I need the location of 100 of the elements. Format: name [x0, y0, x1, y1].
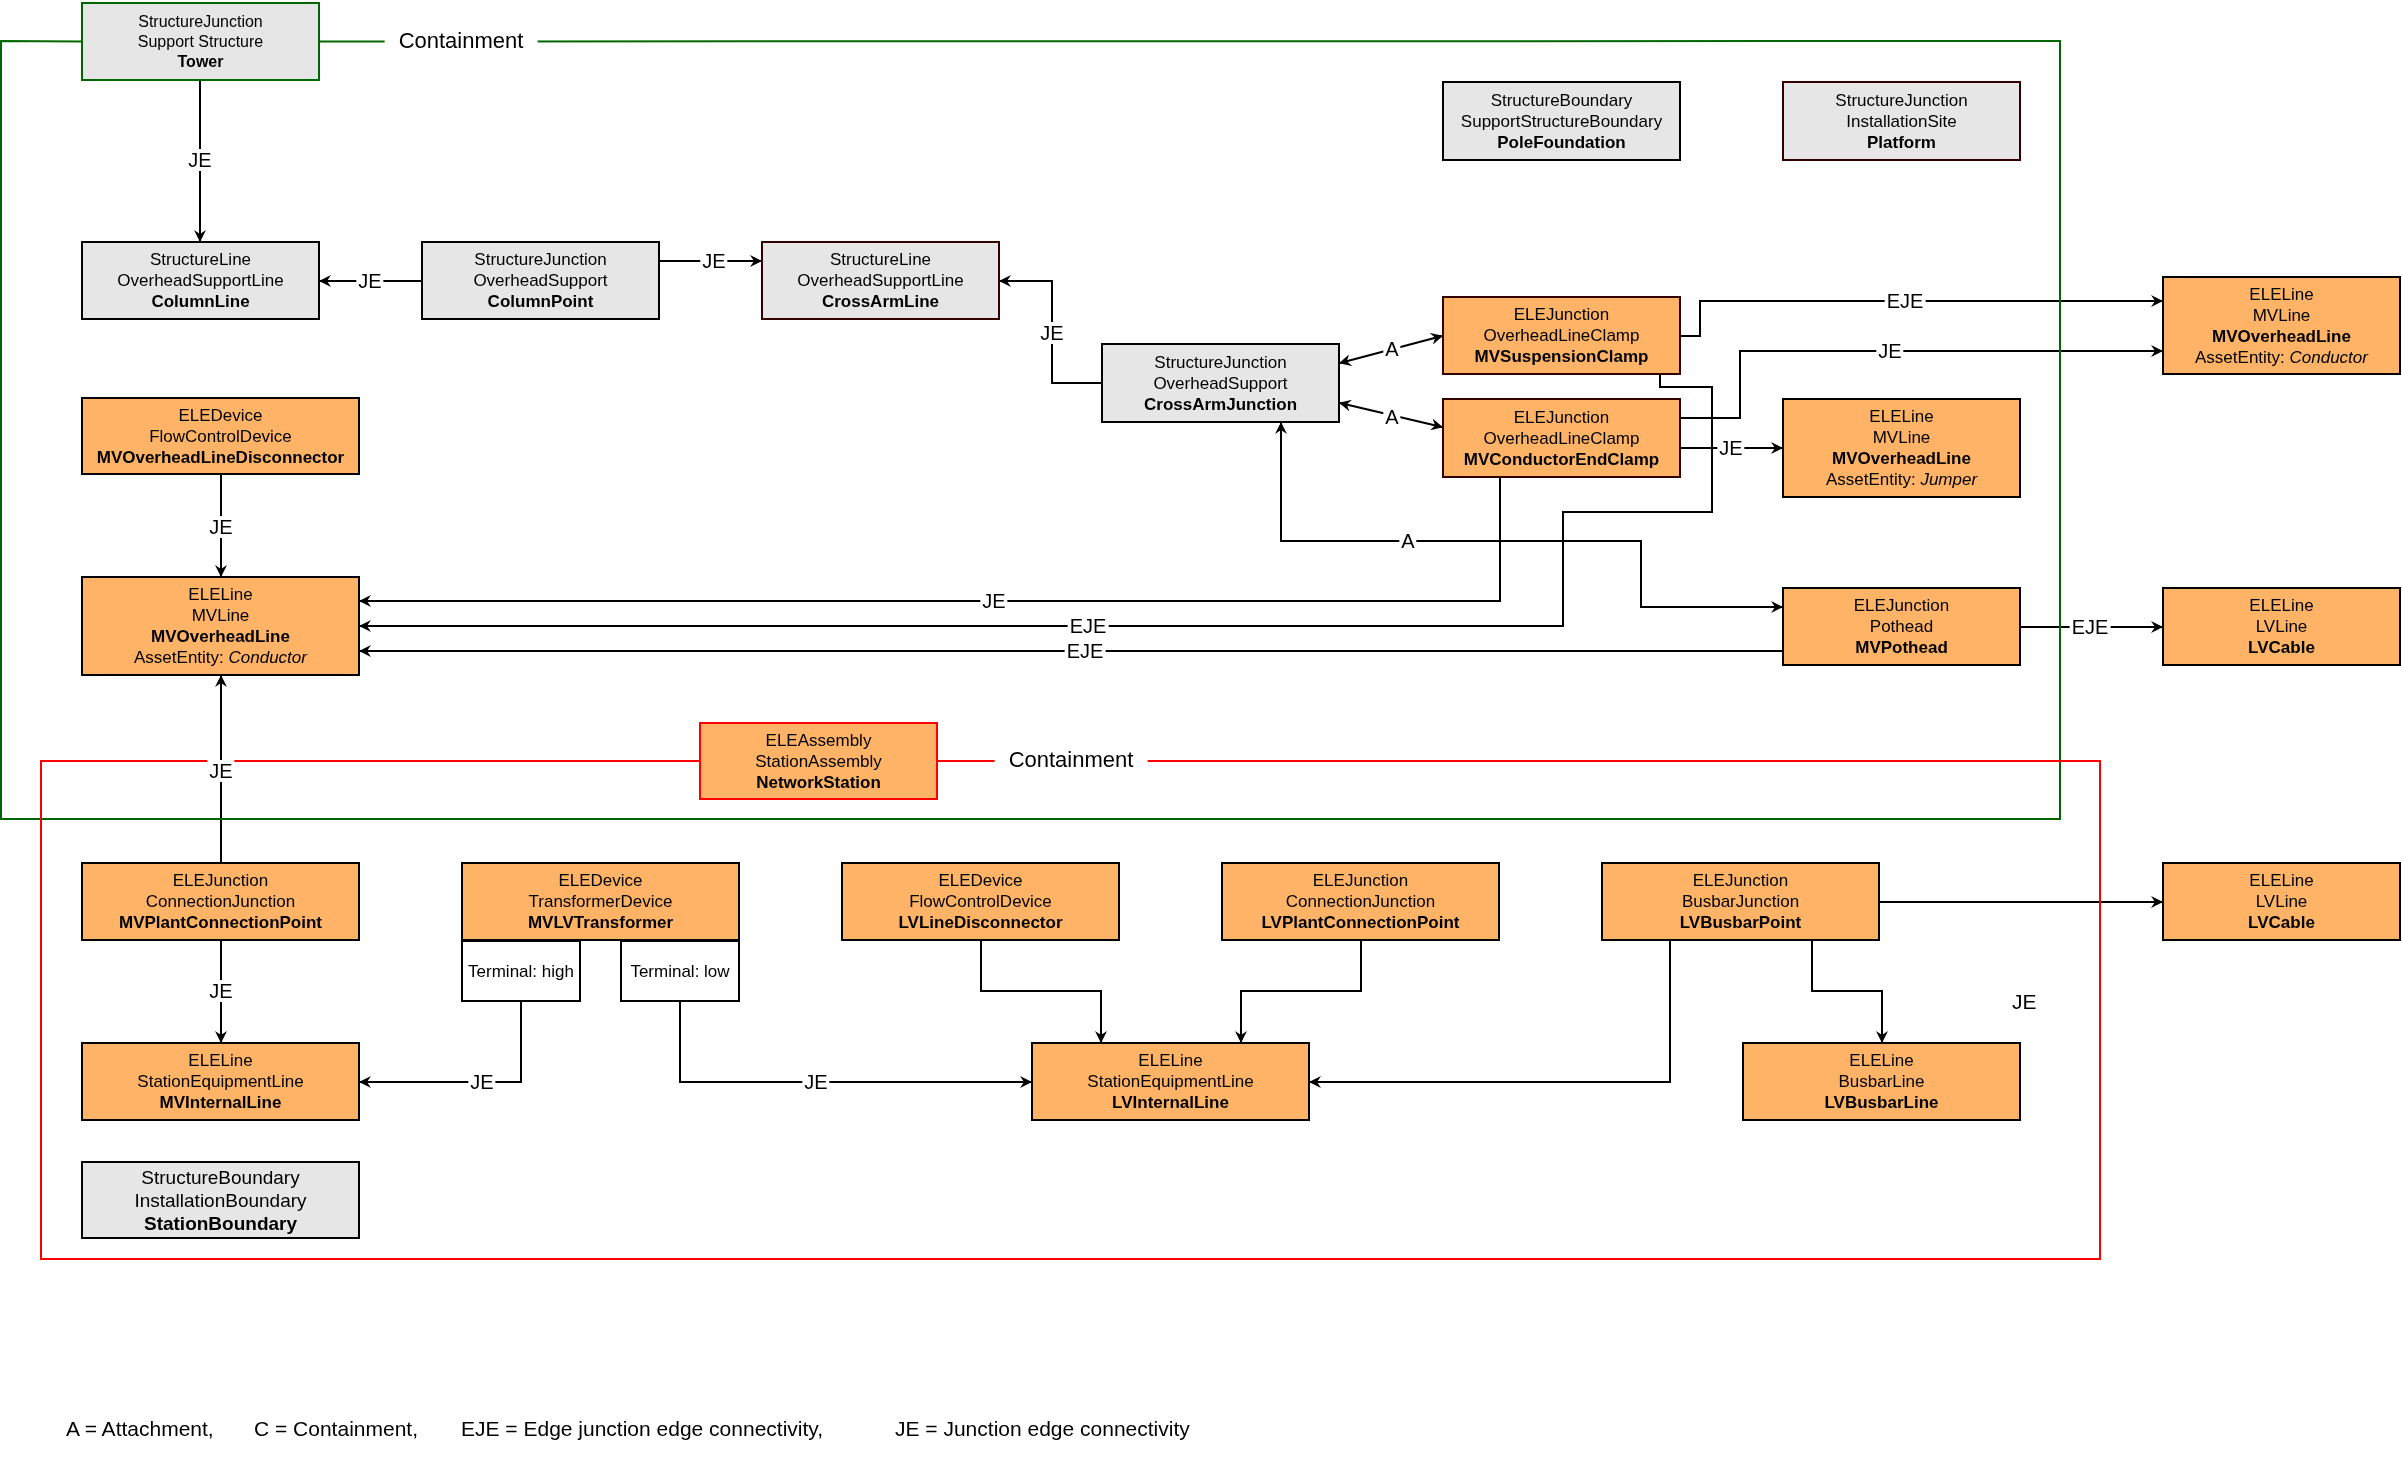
type-label: StructureJunction [474, 249, 607, 270]
class-box [2162, 276, 2401, 375]
class-box [1782, 587, 2021, 666]
type-label: StructureLine [149, 249, 252, 270]
type-label: LVLine [2255, 616, 2308, 637]
edge-label: JE [207, 516, 235, 538]
terminal-label: Terminal: low [630, 960, 730, 982]
type-label: OverheadSupportLine [117, 270, 284, 291]
type-label: ELEDevice [178, 404, 263, 426]
class-box [81, 241, 320, 320]
asset-entity-text: AssetEntity: Conductor [2195, 346, 2368, 368]
arrow [659, 255, 762, 267]
type-label: MVLine [2252, 304, 2311, 326]
class-box [1601, 862, 1880, 941]
type-label: ELELine [1849, 1050, 1914, 1071]
type-label: ELEJunction [1853, 595, 1950, 616]
class-box [761, 241, 1000, 320]
type-label: OverheadLineClamp [1483, 427, 1640, 449]
class-name: LVLineDisconnector [898, 912, 1063, 933]
type-label: Support Structure [137, 31, 264, 52]
class-name: Platform [1867, 131, 1936, 153]
edge-label: JE [207, 980, 235, 1002]
double-arrow [1275, 422, 1783, 613]
type-label: ELELine [188, 584, 253, 605]
edge-label: JE [1038, 322, 1066, 344]
type-label: ELELine [1869, 406, 1934, 427]
arrow [1879, 896, 2163, 908]
type-label: StructureBoundary [141, 1165, 300, 1189]
type-label: ELEJunction [1692, 870, 1789, 891]
class-box [2162, 862, 2401, 941]
arrow [359, 477, 1501, 607]
arrow [980, 940, 1107, 1043]
type-label: ELEJunction [172, 870, 269, 891]
class-box [1442, 398, 1681, 478]
type-label: StructureJunction [1835, 89, 1968, 111]
class-name: StationBoundary [143, 1211, 298, 1235]
arrow [679, 1001, 1032, 1088]
type-label: LVLine [2255, 891, 2308, 912]
arrow [194, 80, 206, 242]
containment-line [40, 760, 2101, 1260]
arrow [1235, 940, 1362, 1043]
arrow [1680, 345, 2163, 419]
class-name: LVCable [2248, 912, 2315, 933]
class-box [81, 2, 320, 81]
type-label: ConnectionJunction [1285, 891, 1436, 912]
type-label: StructureBoundary [1490, 89, 1633, 111]
class-box [2162, 587, 2401, 666]
class-box [699, 722, 938, 800]
arrow [359, 645, 1783, 657]
containment-line [0, 40, 2061, 820]
class-name: NetworkStation [756, 771, 881, 793]
type-label: ELEJunction [1312, 870, 1409, 891]
arrow [1680, 442, 1783, 454]
class-name: LVPlantConnectionPoint [1261, 912, 1460, 933]
class-name: LVInternalLine [1112, 1092, 1229, 1113]
class-box [81, 576, 360, 676]
class-box [1221, 862, 1500, 941]
type-label: ELELine [188, 1050, 253, 1071]
type-label: FlowControlDevice [149, 425, 292, 447]
type-label: ELEDevice [558, 870, 643, 891]
class-box [81, 1161, 360, 1239]
class-box [1101, 343, 1340, 423]
type-label: ConnectionJunction [145, 891, 296, 912]
type-label: BusbarLine [1838, 1071, 1925, 1092]
type-label: StationEquipmentLine [137, 1071, 304, 1092]
type-label: ELEJunction [1513, 304, 1610, 325]
class-box [461, 862, 740, 941]
class-name: MVOverheadLine [1832, 448, 1971, 469]
class-box [1442, 81, 1681, 161]
arrow [1309, 940, 1671, 1088]
arrow [359, 374, 1713, 632]
type-label: TransformerDevice [528, 891, 673, 912]
edge-label: JE [186, 149, 214, 171]
type-label: StructureLine [829, 249, 932, 270]
class-box [1031, 1042, 1310, 1121]
type-label: ELELine [2249, 595, 2314, 616]
type-label: StationEquipmentLine [1087, 1071, 1254, 1092]
type-label: ELELine [2249, 283, 2314, 305]
type-label: InstallationSite [1846, 110, 1957, 132]
arrow [215, 675, 227, 863]
arrow [2020, 621, 2163, 633]
class-name: MVOverheadLine [151, 626, 290, 647]
key-note: EJE = Edge junction edge connectivity, [461, 1417, 824, 1441]
class-name: PoleFoundation [1497, 131, 1626, 153]
class-box [1782, 81, 2021, 161]
class-box [81, 1042, 360, 1121]
class-name: ColumnPoint [487, 291, 594, 312]
class-name: MVConductorEndClamp [1463, 448, 1660, 470]
class-name: LVBusbarLine [1824, 1092, 1939, 1113]
arrow [215, 474, 227, 577]
edge-type-label: JE [2012, 990, 2037, 1014]
key-note: C = Containment, [254, 1417, 418, 1441]
key-note: A = Attachment, [66, 1417, 214, 1441]
type-label: ELELine [1138, 1050, 1203, 1071]
type-label: OverheadSupport [1153, 372, 1288, 394]
class-name: ColumnLine [151, 291, 250, 312]
type-label: Pothead [1869, 616, 1934, 637]
class-name: MVOverheadLine [2212, 325, 2351, 347]
type-label: StructureJunction [1154, 351, 1287, 373]
type-label: StationAssembly [755, 750, 882, 772]
